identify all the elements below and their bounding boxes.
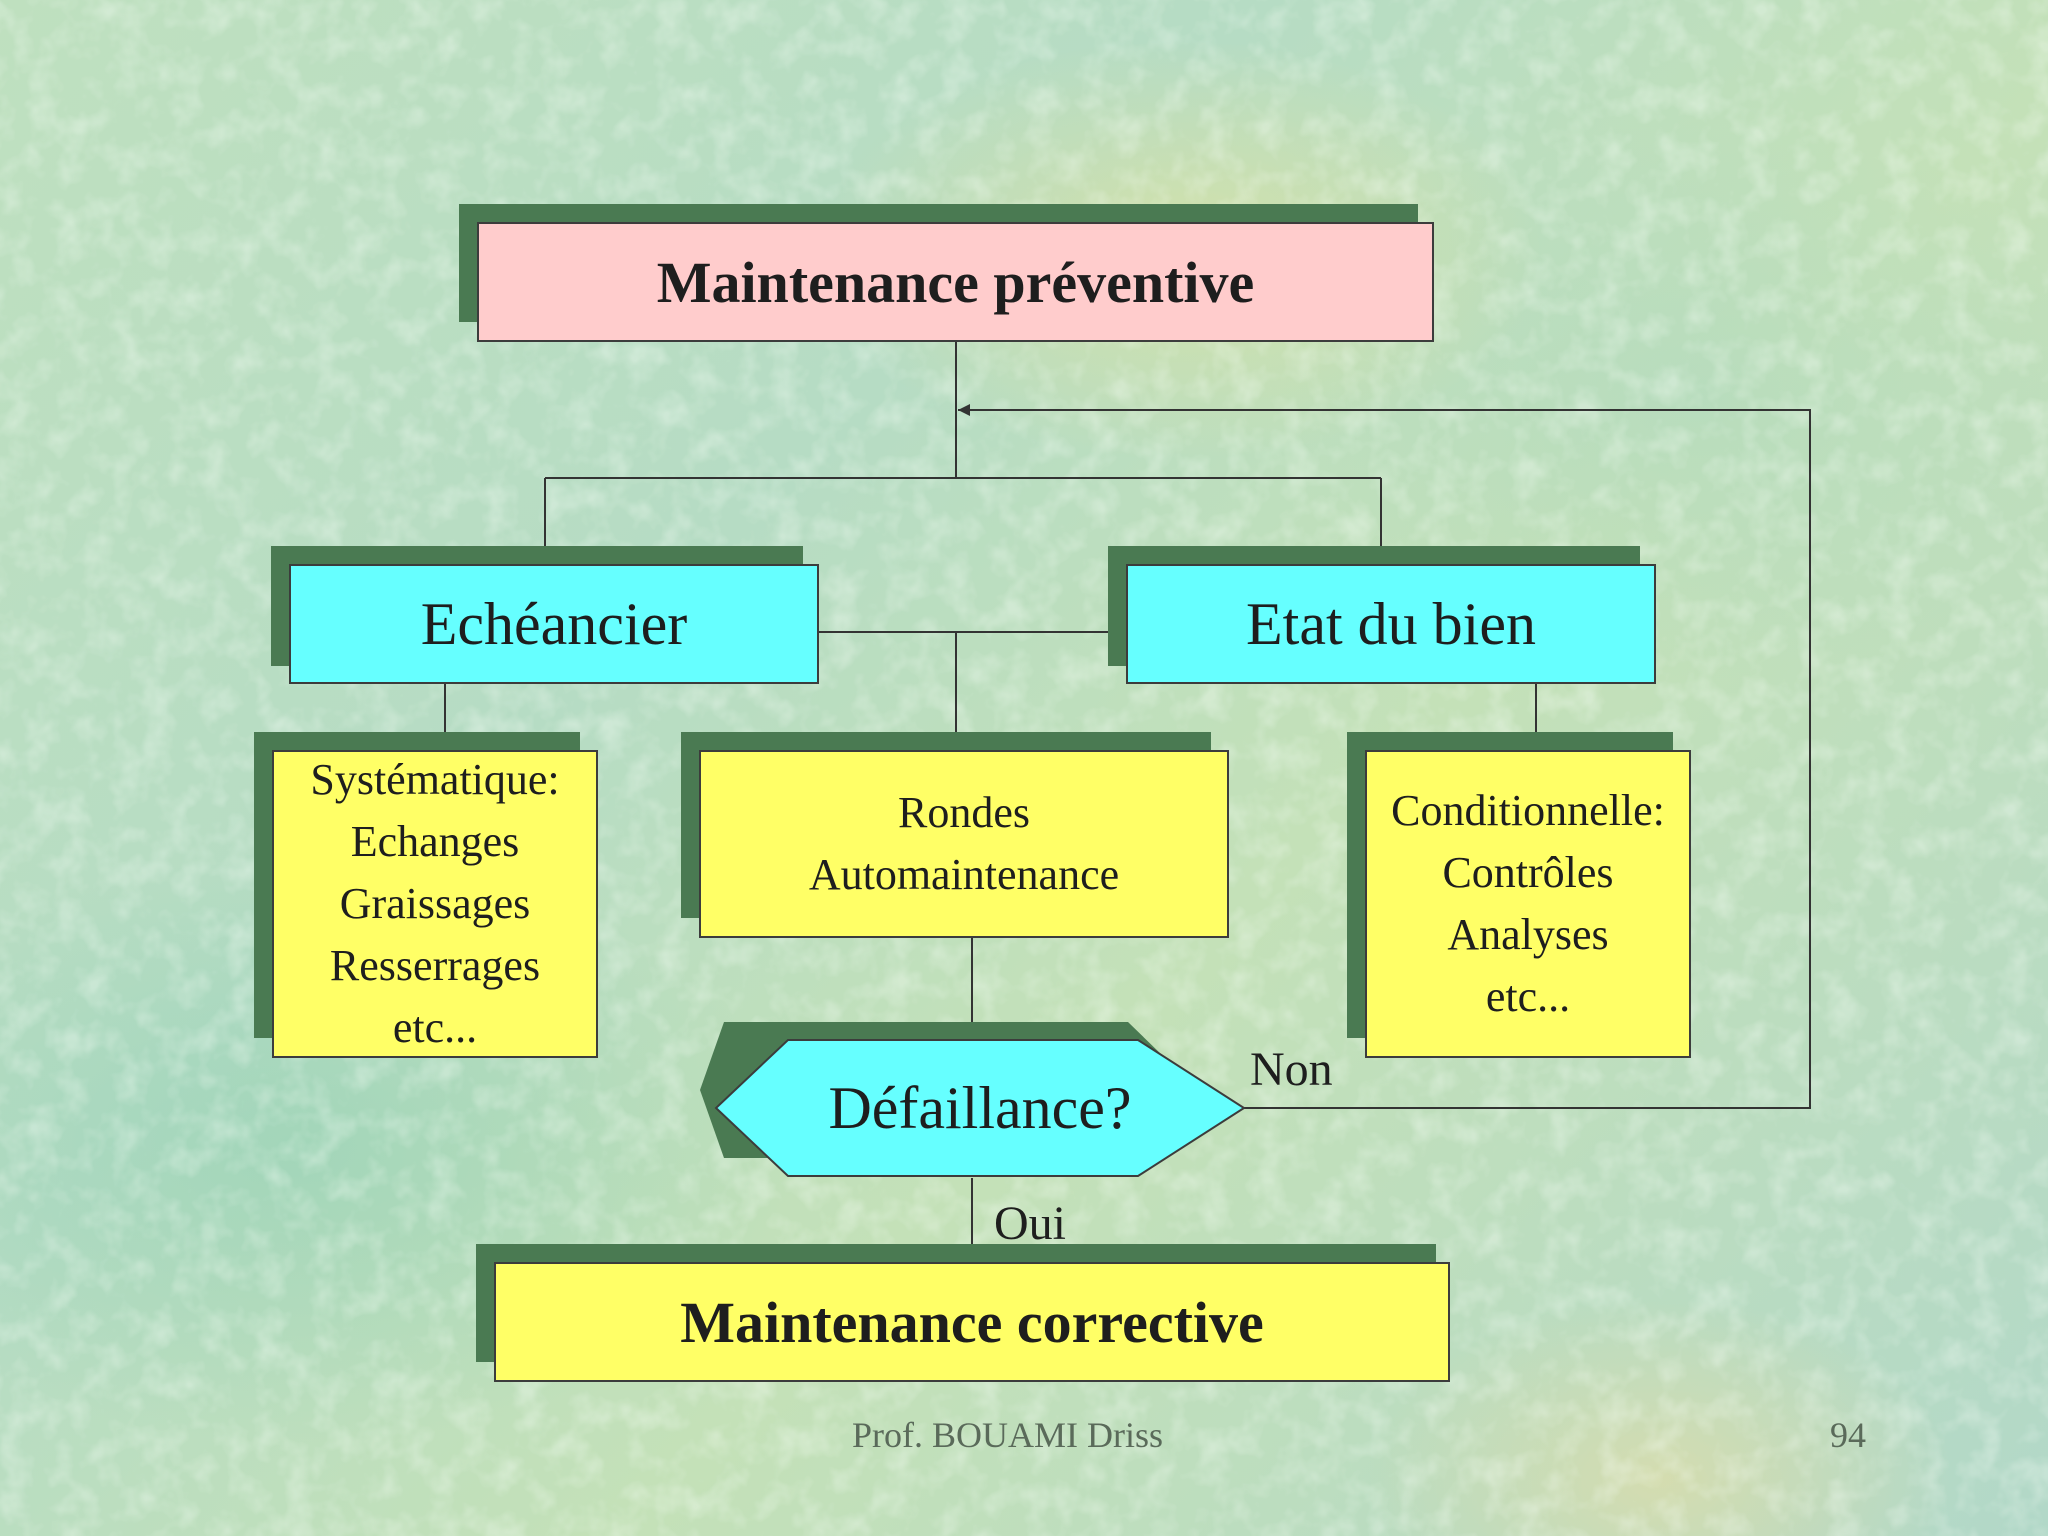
list-item: Resserrages <box>329 941 541 990</box>
decision-label: Défaillance? <box>828 1074 1132 1141</box>
rondes-list: Rondes Automaintenance <box>809 782 1119 906</box>
label-non: Non <box>1250 1043 1333 1096</box>
systematique-heading: Systématique: <box>310 755 560 804</box>
list-item: etc... <box>392 1003 478 1052</box>
list-item: Analyses <box>1447 910 1609 959</box>
list-item: Echanges <box>350 817 520 866</box>
echeancier-box: Echéancier <box>289 564 819 684</box>
list-item: Automaintenance <box>808 850 1120 899</box>
corrective-title: Maintenance corrective <box>680 1289 1264 1355</box>
list-item: Graissages <box>339 879 531 928</box>
etat-du-bien-box: Etat du bien <box>1126 564 1656 684</box>
conditionnelle-heading: Conditionnelle: <box>1391 786 1665 835</box>
label-oui: Oui <box>994 1197 1066 1250</box>
decision-hexagon-shape <box>714 1039 1246 1177</box>
decision-label-wrap: Défaillance? <box>716 1040 1244 1176</box>
list-item: Rondes <box>897 788 1030 837</box>
list-item: Contrôles <box>1442 848 1614 897</box>
footer-author: Prof. BOUAMI Driss <box>852 1415 1164 1455</box>
page-number: 94 <box>1830 1415 1866 1455</box>
echeancier-label: Echéancier <box>420 590 688 657</box>
conditionnelle-box: Conditionnelle: Contrôles Analyses etc..… <box>1365 750 1691 1058</box>
etat-du-bien-label: Etat du bien <box>1246 590 1536 657</box>
systematique-list: Systématique: Echanges Graissages Resser… <box>310 749 559 1059</box>
root-box: Maintenance préventive <box>477 222 1434 342</box>
conditionnelle-list: Conditionnelle: Contrôles Analyses etc..… <box>1391 780 1665 1028</box>
list-item: etc... <box>1485 972 1571 1021</box>
rondes-box: Rondes Automaintenance <box>699 750 1229 938</box>
root-title: Maintenance préventive <box>656 249 1255 315</box>
corrective-box: Maintenance corrective <box>494 1262 1450 1382</box>
arrow-no-feedback-loop <box>958 404 1811 1109</box>
systematique-box: Systématique: Echanges Graissages Resser… <box>272 750 598 1058</box>
